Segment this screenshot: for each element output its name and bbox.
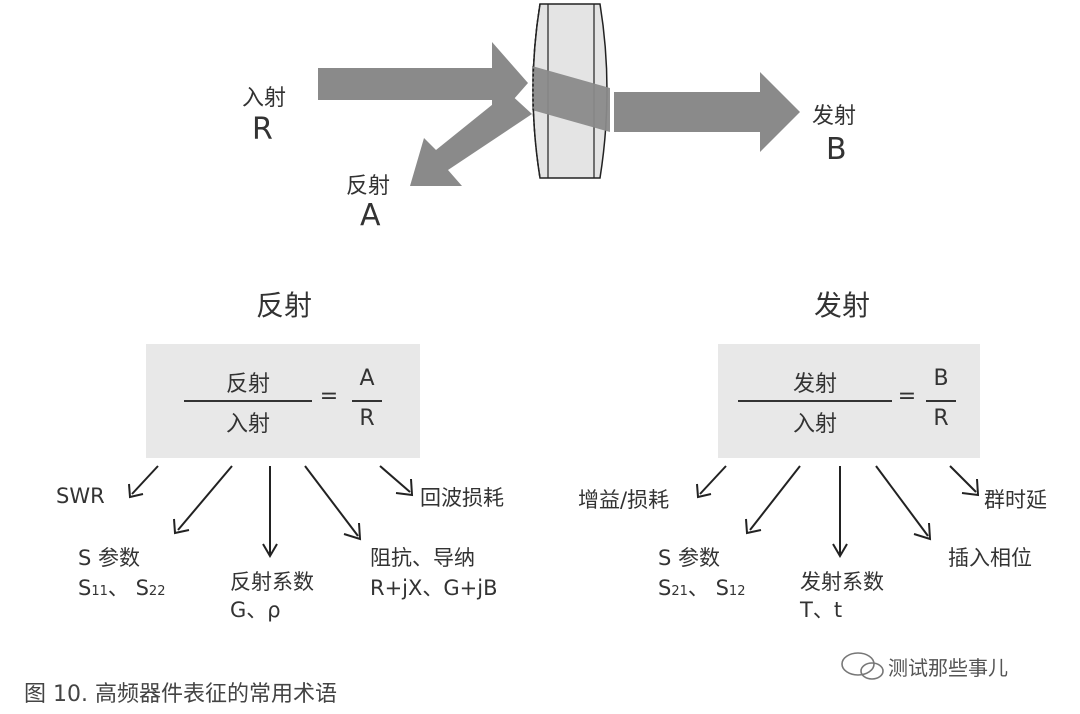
term-return-loss: 回波损耗 [420,486,504,510]
term-s-params-transmission: S 参数 [658,546,721,570]
arrow-to-gain-loss [699,465,727,495]
transmission-numerator: 发射 [792,372,837,397]
reflected-arrow [410,92,532,186]
term-transmission-coefficient-symbols: T、t [800,598,843,622]
term-insertion-phase: 插入相位 [948,546,1032,570]
term-s11-s22: S11、 S22 [78,576,166,600]
term-transmission-coefficient: 发射系数 [800,570,884,594]
transmission-branch-arrows [696,465,980,558]
transmitted-arrow [614,72,800,152]
reflection-title: 反射 [256,289,313,322]
transmitted-symbol: B [826,132,847,167]
transmission-denominator: 入射 [792,412,837,437]
ratio-bar [926,400,956,402]
arrow-to-insertion-phase [875,465,929,537]
watermark-text: 测试那些事儿 [888,656,1008,680]
fraction-bar [184,400,312,402]
arrow-to-s-params [177,465,233,531]
fraction-bar [738,400,892,402]
figure-caption: 图 10. 高频器件表征的常用术语 [24,682,337,707]
term-s-params-reflection: S 参数 [78,546,141,570]
incident-arrow [318,42,528,124]
incident-symbol: R [252,112,273,147]
transmission-title: 发射 [814,289,871,322]
term-reflection-coefficient-symbols: G、ρ [230,598,281,622]
ratio-top: B [933,366,949,391]
reflected-symbol: A [360,198,381,233]
reflection-branch-arrows [128,465,414,558]
term-swr: SWR [56,484,105,508]
equals-sign: = [319,384,339,409]
term-gain-loss: 增益/损耗 [578,488,670,512]
ratio-bottom: R [359,406,375,431]
ratio-bar [352,400,382,402]
dut-cylinder [532,3,610,179]
transmitted-label: 发射 [812,104,857,129]
reflection-formula-box: 反射 入射 = A R [146,344,420,458]
arrow-to-swr [131,465,159,495]
arrow-to-return-loss [379,465,411,493]
reflected-label: 反射 [346,174,391,199]
reflection-numerator: 反射 [225,372,270,397]
equals-sign: = [897,384,917,409]
term-group-delay: 群时延 [984,488,1047,512]
term-reflection-coefficient: 反射系数 [230,570,314,594]
ratio-bottom: R [933,406,949,431]
arrow-to-impedance [304,465,359,537]
chat-bubble-icon [841,652,884,680]
term-s21-s12: S21、 S12 [658,576,746,600]
term-impedance-expr: R+jX、G+jB [370,576,498,600]
transmission-formula-box: 发射 入射 = B R [718,344,980,458]
arrow-to-group-delay [949,465,977,493]
ratio-top: A [359,366,375,391]
arrow-to-s-params-t [749,465,801,531]
incident-label: 入射 [242,86,287,111]
term-impedance: 阻抗、导纳 [370,546,475,570]
reflection-denominator: 入射 [225,412,270,437]
